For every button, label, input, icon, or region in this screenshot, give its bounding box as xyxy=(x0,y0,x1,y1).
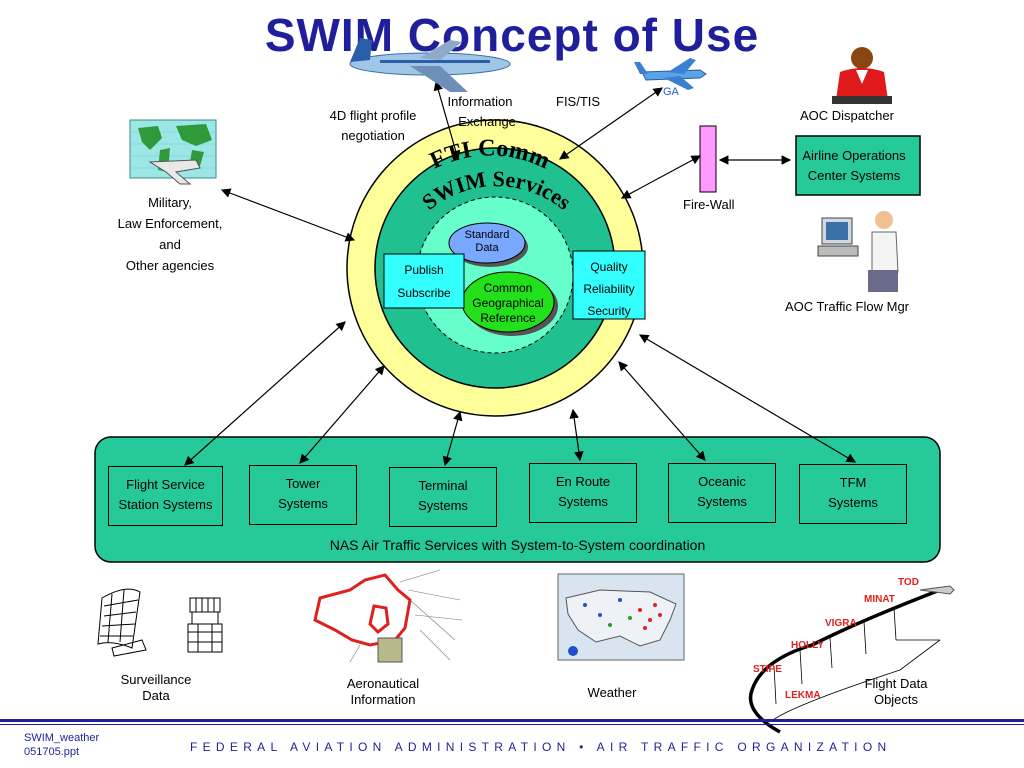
military-label: Military, Law Enforcement, and Other age… xyxy=(117,195,223,273)
computer-operator-icon xyxy=(817,211,899,292)
aoc-dispatcher-label: AOC Dispatcher xyxy=(800,108,894,123)
airline-ops-box xyxy=(795,135,921,196)
small-plane-icon xyxy=(634,58,707,90)
dispatcher-person-icon xyxy=(832,47,892,104)
fis-tis-label: FIS/TIS xyxy=(556,94,601,109)
flight-profile-label: 4D flight profile negotiation xyxy=(329,108,417,143)
faa-org-banner: FEDERAL AVIATION ADMINISTRATION • AIR TR… xyxy=(190,740,892,754)
footer-rule xyxy=(0,719,1024,722)
waypoint-tod: TOD xyxy=(898,577,919,588)
waypoint-vigra: VIGRA xyxy=(825,618,857,629)
publish-subscribe-label: Publish Subscribe xyxy=(397,263,451,300)
airliner-icon xyxy=(349,38,511,92)
weather-map-icon xyxy=(557,573,685,661)
standard-data-label: Standard Data xyxy=(464,229,510,254)
file-name: SWIM_weather 051705.ppt xyxy=(24,732,100,758)
waypoint-holly: HOLLY xyxy=(791,640,824,651)
standard-data-ellipse xyxy=(448,222,526,264)
publish-subscribe-box xyxy=(383,253,465,309)
tower-icon xyxy=(187,597,223,653)
radar-icon xyxy=(97,588,147,657)
fire-wall-label: Fire-Wall xyxy=(683,197,735,212)
quality-box xyxy=(572,250,646,320)
quality-label: Quality Reliability Security xyxy=(583,260,635,318)
firewall-bar xyxy=(699,125,717,193)
weather-label: Weather xyxy=(587,685,637,700)
flight-path-icon xyxy=(748,585,955,734)
aircraft-icon xyxy=(919,585,955,595)
world-map-icon xyxy=(129,119,217,185)
page-title: SWIM Concept of Use xyxy=(264,9,760,61)
nas-caption: NAS Air Traffic Services with System-to-… xyxy=(329,537,706,553)
airline-ops-label: Airline Operations Center Systems xyxy=(802,148,906,183)
info-exchange-label: Information Exchange xyxy=(447,94,516,129)
waypoint-minat: MINAT xyxy=(864,594,895,605)
waypoint-stipe: STIPE xyxy=(753,664,782,675)
common-reference-label: Common Geographical Reference xyxy=(472,281,544,325)
airspace-map-icon xyxy=(313,569,463,663)
waypoint-lekma: LEKMA xyxy=(785,690,821,701)
aoc-traffic-label: AOC Traffic Flow Mgr xyxy=(785,299,910,314)
ga-label: GA xyxy=(663,86,679,98)
